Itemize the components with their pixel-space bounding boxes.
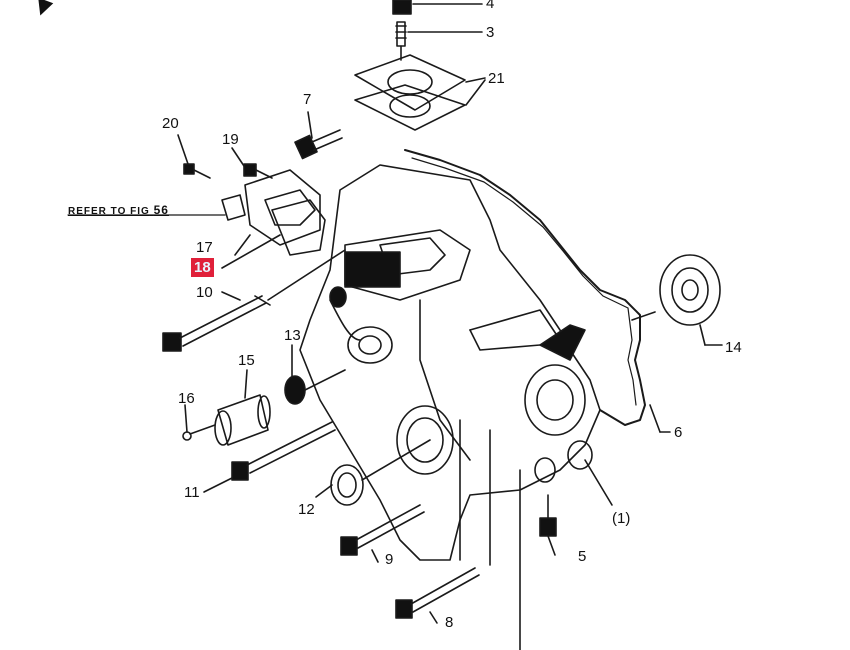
callout-12: 12 (298, 501, 315, 518)
small-bolt-20 (177, 134, 211, 179)
callout-7: 7 (303, 91, 312, 108)
callout-16: 16 (178, 390, 195, 407)
bearing-14 (631, 254, 723, 346)
callout-14: 14 (725, 339, 742, 356)
callout-3: 3 (486, 24, 495, 41)
callout-15: 15 (238, 352, 255, 369)
bolt-11 (203, 421, 336, 493)
callout-13: 13 (284, 327, 301, 344)
callout-18-highlighted[interactable]: 18 (191, 258, 214, 277)
callout-20: 20 (162, 115, 179, 132)
callout-5: 5 (578, 548, 587, 565)
callout-21: 21 (488, 70, 505, 87)
bracket-17 (221, 169, 326, 269)
pump-housing (524, 324, 613, 506)
bolt-4-3 (392, 0, 483, 61)
reference-fig: 56 (153, 203, 169, 217)
callout-1: (1) (612, 510, 631, 527)
gear-case-housing (299, 164, 601, 650)
pin-16 (182, 404, 216, 441)
callout-19: 19 (222, 131, 239, 148)
callout-8: 8 (445, 614, 454, 631)
seal-12 (315, 439, 431, 506)
small-bolt-19 (231, 147, 273, 179)
callout-17: 17 (196, 239, 213, 256)
callout-4: 4 (486, 0, 495, 12)
spacer-13 (284, 344, 346, 405)
bolt-7 (294, 111, 343, 160)
flange-gasket-21 (354, 54, 486, 131)
callout-10: 10 (196, 284, 213, 301)
gasket-outline (404, 149, 646, 426)
bolt-10 (162, 249, 346, 352)
reference-note: REFER TO FIG 56 (68, 204, 169, 217)
bolt-9 (340, 504, 425, 563)
bolt-8 (395, 567, 480, 624)
callout-9: 9 (385, 551, 394, 568)
sleeve-15 (214, 369, 271, 446)
plug-5 (539, 494, 557, 556)
callout-6: 6 (674, 424, 683, 441)
callout-11: 11 (184, 484, 200, 501)
reference-text: REFER TO FIG (68, 206, 150, 217)
